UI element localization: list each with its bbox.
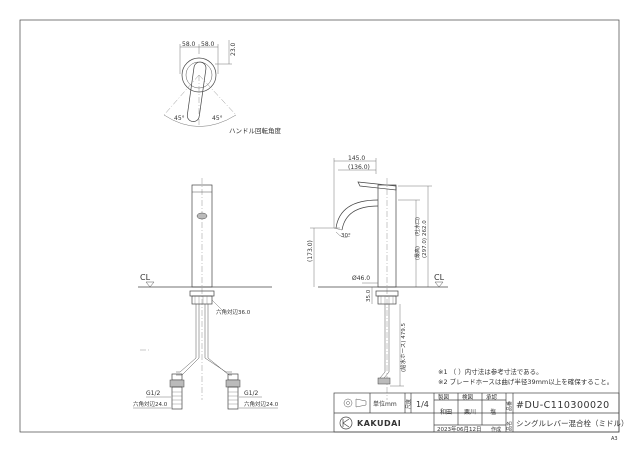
unit-label: 単位mm bbox=[373, 400, 397, 408]
company-logo-icon bbox=[339, 416, 353, 430]
left-hex-label: 六角対辺24.0 bbox=[133, 400, 168, 408]
part-label: 品番 bbox=[506, 401, 513, 411]
drawing-frame bbox=[19, 19, 620, 433]
draw-name: 和田 bbox=[440, 408, 452, 416]
title-block: 単位mm 尺度 1/4 製図 検図 承認 和田 栗川 塩 品番 #DU-C110… bbox=[333, 392, 629, 433]
check-label: 検図 bbox=[462, 393, 474, 401]
note-1: ※1 （ ）内寸法は参考寸法である。 bbox=[438, 367, 543, 376]
dim-diameter: Ø46.0 bbox=[352, 275, 370, 282]
top-dim-a: 58.0 bbox=[182, 41, 196, 48]
dim-height-2: 262.0 bbox=[422, 220, 428, 236]
company-name: KAKUDAI bbox=[357, 419, 401, 428]
front-view: CL 六角対辺36.0 bbox=[138, 178, 272, 400]
part-number: #DU-C110300020 bbox=[516, 400, 610, 411]
approve-name: 塩 bbox=[490, 408, 496, 416]
dim-width-inner: (136.0) bbox=[348, 164, 370, 171]
approve-label: 承認 bbox=[486, 393, 498, 401]
scale-label: 尺度 bbox=[405, 399, 412, 409]
note-2: ※2 ブレードホースは曲げ半径39mm以上を確保すること。 bbox=[438, 377, 613, 386]
side-cl-label: CL bbox=[434, 273, 445, 282]
sheet-size: A3 bbox=[611, 436, 618, 442]
scale-value: 1/4 bbox=[416, 400, 429, 409]
name-label: 品名 bbox=[506, 421, 513, 431]
height-note-2: (吐水口) bbox=[414, 217, 421, 236]
right-thread-label: G1/2 bbox=[244, 390, 258, 397]
check-name: 栗川 bbox=[464, 409, 476, 416]
side-view: 145.0 (136.0) 30° (173.0) (297.0) 262.0 … bbox=[307, 155, 448, 400]
hose-ends: G1/2 六角対辺24.0 G1/2 六角対辺24.0 bbox=[133, 357, 279, 410]
front-cl-label: CL bbox=[140, 273, 151, 282]
dim-small: 35.0 bbox=[366, 289, 372, 302]
spout-angle: 30° bbox=[341, 233, 351, 239]
top-view: 58.0 58.0 23.0 45° 45° ハンドル回転角度 bbox=[163, 40, 282, 135]
date: 2023年06月12日 bbox=[437, 425, 482, 433]
draw-label: 製図 bbox=[438, 393, 450, 401]
left-thread-label: G1/2 bbox=[146, 390, 160, 397]
dim-height-1: (297.0) bbox=[422, 238, 428, 258]
top-dim-c: 23.0 bbox=[230, 42, 237, 56]
dim-width-outer: 145.0 bbox=[348, 155, 365, 162]
angle-right: 45° bbox=[212, 115, 223, 122]
date-suffix: 作成 bbox=[491, 426, 501, 433]
height-note-1: (最高) bbox=[414, 246, 421, 260]
right-hex-label: 六角対辺24.0 bbox=[244, 400, 279, 408]
dim-spout-height: (173.0) bbox=[307, 240, 314, 262]
front-hex-label: 六角対辺36.0 bbox=[216, 308, 251, 316]
product-name: シングルレバー混合栓（ミドル） bbox=[516, 418, 629, 428]
handle-rotation-caption: ハンドル回転角度 bbox=[229, 126, 282, 135]
top-dim-b: 58.0 bbox=[201, 41, 215, 48]
angle-left: 45° bbox=[174, 115, 185, 122]
hose-length-note: (給水ホース) 479.5 bbox=[399, 322, 407, 372]
